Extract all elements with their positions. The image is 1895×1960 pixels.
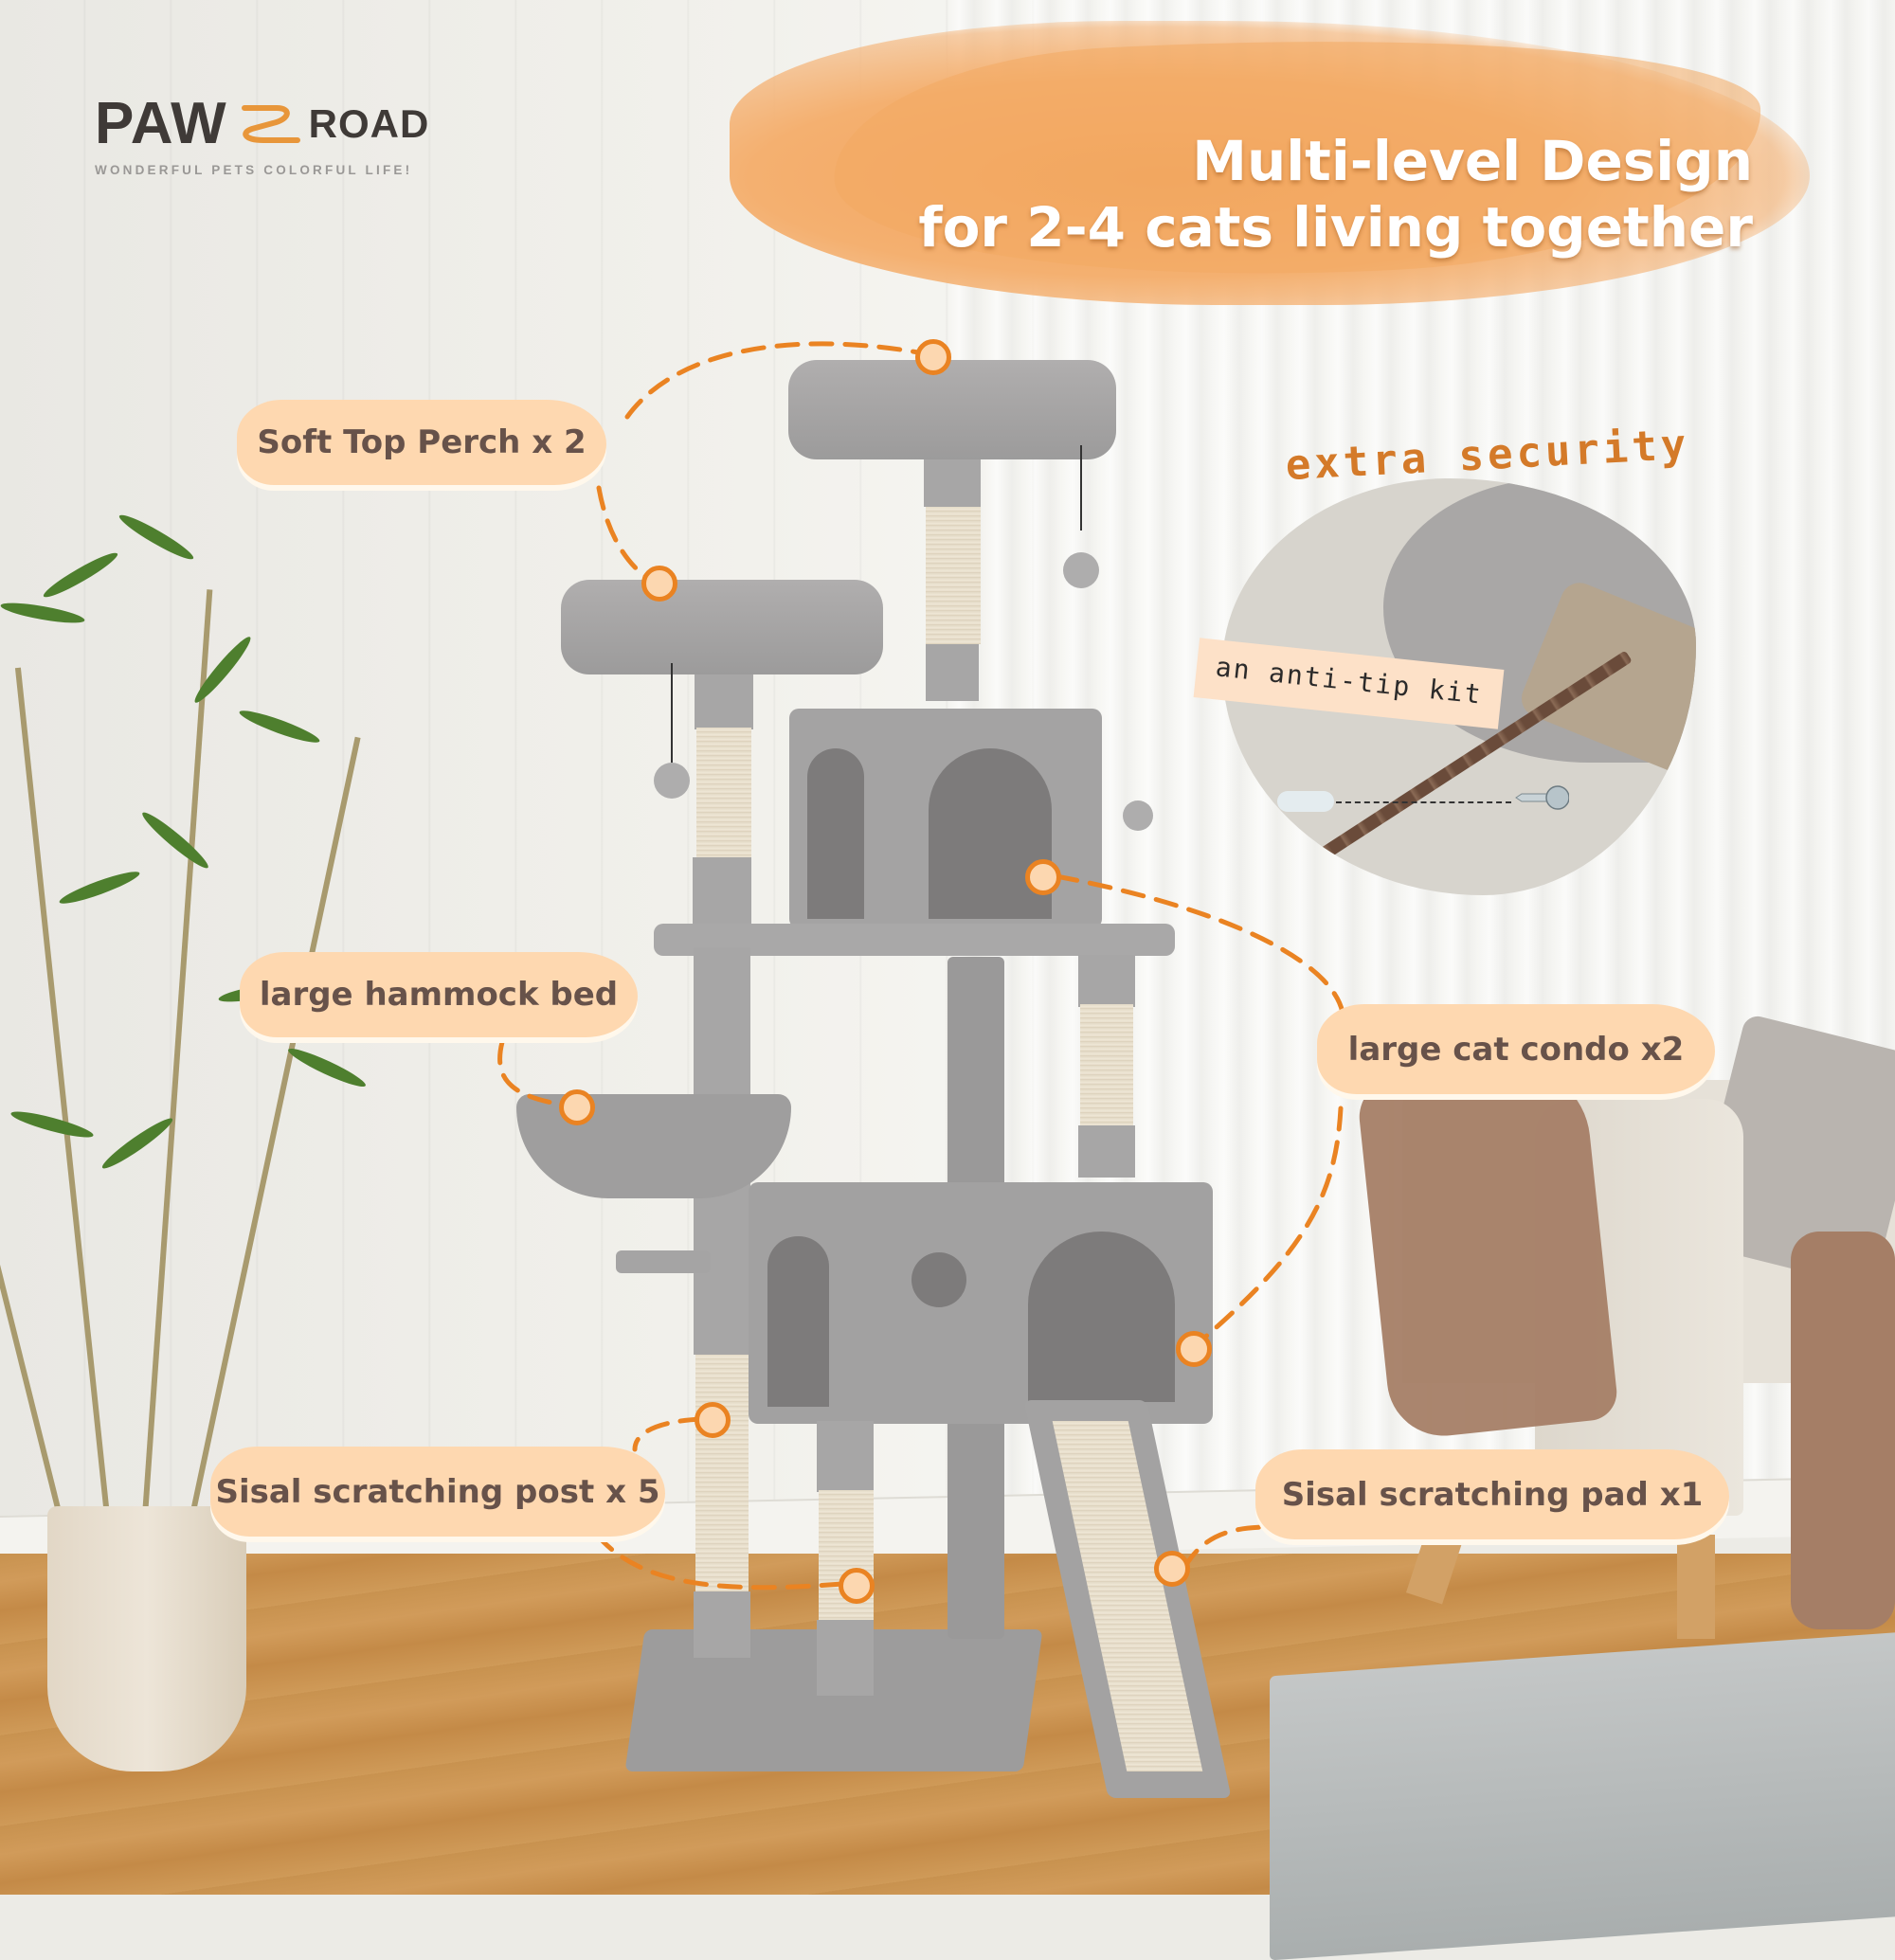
headline-line-2: for 2-4 cats living together: [918, 195, 1753, 260]
callout-label: Sisal scratching pad x1: [1281, 1475, 1704, 1514]
road-swoosh-icon: [241, 105, 300, 143]
post-cap: [1078, 955, 1135, 1007]
hotspot-upper-condo[interactable]: [1025, 859, 1061, 895]
sisal-post: [1080, 1004, 1133, 1127]
brand-name-right: ROAD: [308, 101, 430, 146]
toy-string: [1080, 445, 1082, 530]
hotspot-hammock[interactable]: [559, 1089, 595, 1125]
callout-label: large cat condo x2: [1347, 1030, 1685, 1069]
grey-rug: [1270, 1629, 1895, 1960]
brand-logo: PAW ROAD WONDERFUL PETS COLORFUL LIFE!: [95, 91, 430, 178]
condo-opening: [929, 748, 1052, 919]
toy-string: [671, 663, 673, 763]
callout-scratching-post: Sisal scratching post x 5: [210, 1447, 665, 1537]
toy-ball: [1063, 552, 1099, 588]
plant-pot: [47, 1506, 246, 1771]
sisal-post: [696, 728, 751, 860]
callout-label: Soft Top Perch x 2: [257, 423, 587, 461]
callout-top-perch: Soft Top Perch x 2: [237, 400, 606, 485]
step-platform: [616, 1250, 711, 1273]
brand-name-left: PAW: [95, 91, 227, 156]
sisal-post: [695, 1355, 749, 1591]
callout-label: Sisal scratching post x 5: [215, 1472, 660, 1511]
hotspot-scratching-post-2[interactable]: [839, 1568, 875, 1604]
knit-throw: [1791, 1232, 1895, 1629]
screw-icon: [1515, 785, 1569, 810]
hotspot-scratching-post[interactable]: [695, 1402, 731, 1438]
post-cap: [817, 1421, 874, 1492]
condo-opening: [807, 748, 864, 919]
spring-toy-ball: [1123, 800, 1153, 831]
hotspot-lower-condo[interactable]: [1176, 1331, 1212, 1367]
sofa-leg: [1677, 1535, 1715, 1639]
second-perch: [561, 580, 883, 674]
post-cap: [817, 1620, 874, 1696]
hotspot-top-perch[interactable]: [915, 339, 951, 375]
headline: Multi-level Design for 2-4 cats living t…: [918, 128, 1753, 261]
wall-anchor-icon: [1277, 791, 1334, 812]
condo-opening: [1028, 1232, 1175, 1402]
post-cap: [694, 1591, 750, 1658]
condo-opening: [767, 1236, 829, 1407]
post-cap: [926, 644, 979, 701]
callout-condo: large cat condo x2: [1317, 1004, 1715, 1094]
callout-label: large hammock bed: [259, 976, 619, 1014]
hammock-bed: [516, 1094, 791, 1198]
knit-throw: [1355, 1059, 1620, 1442]
brand-tagline: WONDERFUL PETS COLORFUL LIFE!: [95, 163, 413, 177]
top-perch: [788, 360, 1116, 459]
sisal-post: [819, 1490, 874, 1623]
sisal-post: [926, 507, 981, 644]
post-cap: [1078, 1125, 1135, 1178]
headline-line-1: Multi-level Design: [1192, 129, 1753, 193]
post-cap: [693, 857, 751, 924]
kit-dashed-line: [1336, 801, 1511, 803]
condo-porthole: [911, 1252, 966, 1307]
callout-hammock: large hammock bed: [240, 952, 638, 1037]
hotspot-scratching-pad[interactable]: [1154, 1551, 1190, 1587]
hotspot-second-perch[interactable]: [641, 566, 677, 602]
toy-ball: [654, 763, 690, 799]
callout-scratching-pad: Sisal scratching pad x1: [1255, 1449, 1729, 1539]
